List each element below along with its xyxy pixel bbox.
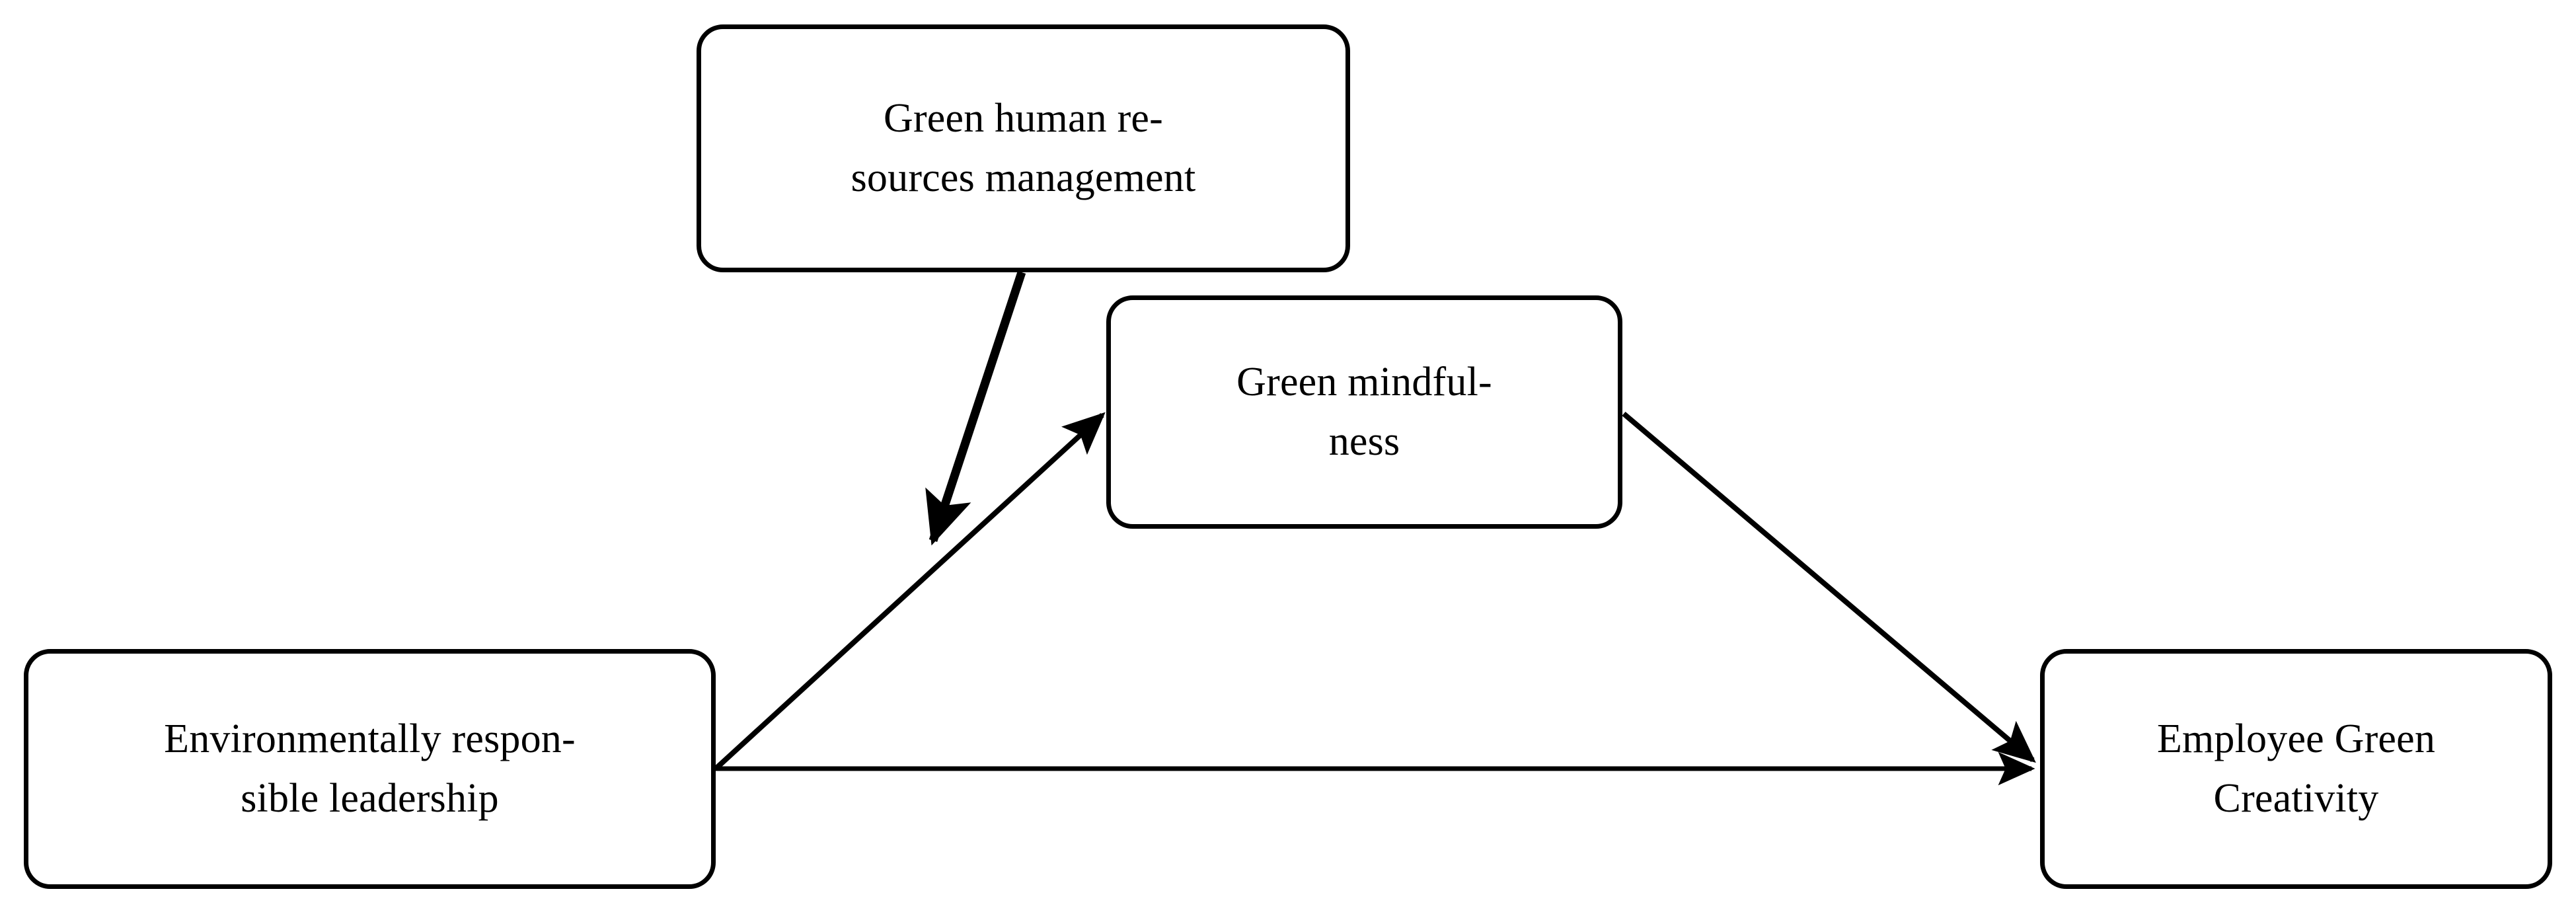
arrow-green-mindfulness-to-egc — [1622, 411, 2036, 763]
node-green-mindfulness[interactable]: Green mindful- ness — [1106, 295, 1622, 529]
node-label-environmentally-responsible-leadership: Environmentally respon- sible leadership — [164, 716, 576, 821]
arrow-ghrm-moderator — [925, 270, 1026, 546]
node-label-employee-green-creativity: Employee Green Creativity — [2156, 716, 2436, 821]
node-label-green-human-resources-management: Green human re- sources management — [851, 95, 1196, 200]
node-employee-green-creativity[interactable]: Employee Green Creativity — [2040, 649, 2552, 889]
arrow-erl-to-green-mindfulness — [714, 412, 1106, 771]
node-label-green-mindfulness: Green mindful- ness — [1236, 359, 1492, 464]
node-green-human-resources-management[interactable]: Green human re- sources management — [697, 24, 1350, 272]
node-environmentally-responsible-leadership[interactable]: Environmentally respon- sible leadership — [24, 649, 716, 889]
